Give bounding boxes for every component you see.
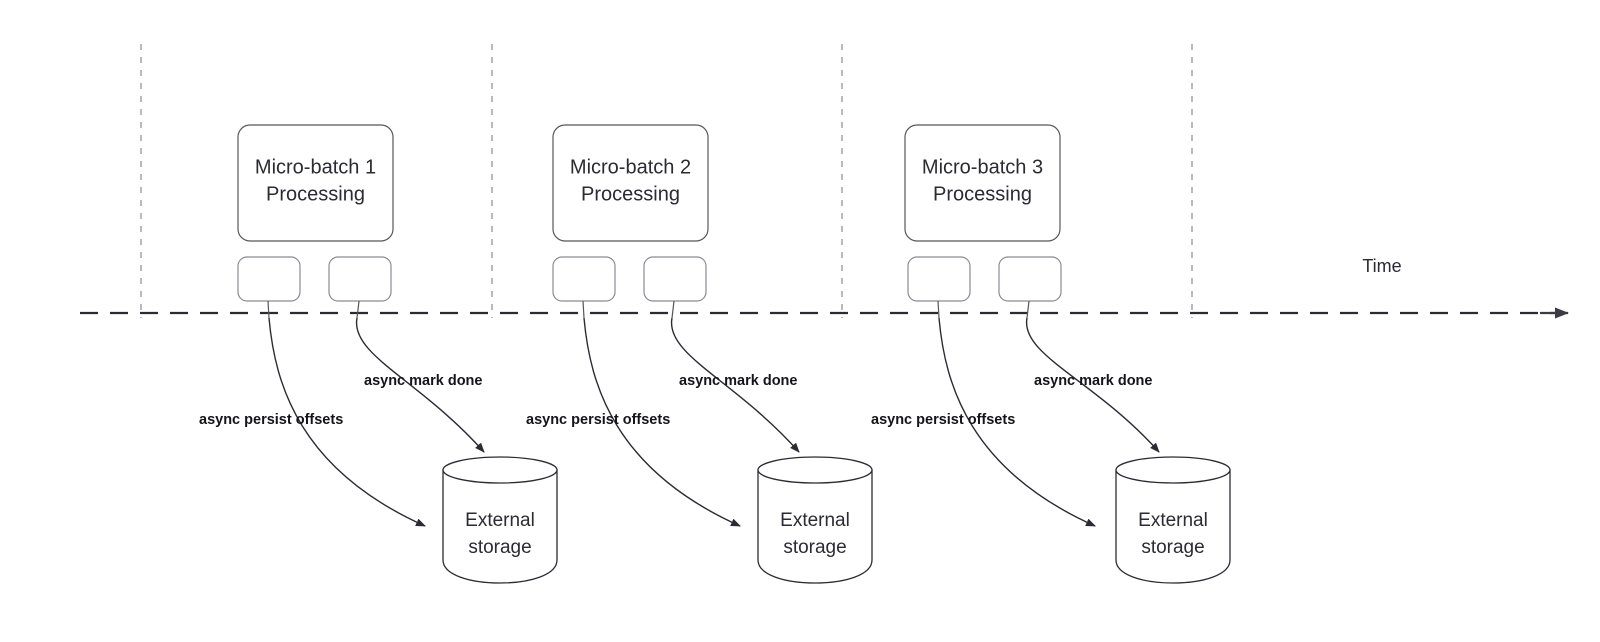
micro-batch-2-markdone-stem [671, 300, 675, 319]
micro-batch-2-box[interactable] [552, 124, 709, 242]
micro-batch-1-markdone-stem [356, 300, 360, 319]
micro-batch-2-persist-stem [582, 300, 585, 319]
external-storage-1-line2: storage [468, 537, 531, 558]
micro-batch-3-title: Micro-batch 3 [922, 156, 1043, 178]
batch-group-2: Micro-batch 2 Processing async persist o… [526, 124, 873, 584]
external-storage-3-line2: storage [1141, 537, 1204, 558]
external-storage-2-line2: storage [783, 537, 846, 558]
micro-batch-1-markdone-marker[interactable] [328, 256, 392, 302]
micro-batch-1-persist-marker[interactable] [237, 256, 301, 302]
micro-batch-1-persist-arrow [268, 317, 426, 527]
micro-batch-1-markdone-label: async mark done [364, 373, 482, 389]
external-storage-3[interactable]: External storage [1115, 456, 1231, 584]
micro-batch-1-persist-label: async persist offsets [199, 412, 343, 428]
micro-batch-2-markdone-marker[interactable] [643, 256, 707, 302]
micro-batch-3-markdone-marker[interactable] [998, 256, 1062, 302]
micro-batch-3-markdone-stem [1026, 300, 1030, 319]
micro-batch-3-persist-label: async persist offsets [871, 412, 1015, 428]
external-storage-1[interactable]: External storage [442, 456, 558, 584]
micro-batch-3-persist-arrow [938, 317, 1096, 527]
external-storage-1-line1: External [465, 510, 535, 531]
micro-batch-2-markdone-label: async mark done [679, 373, 797, 389]
micro-batch-2-title: Micro-batch 2 [570, 156, 691, 178]
micro-batch-3-subtitle: Processing [933, 183, 1032, 205]
micro-batch-1-persist-stem [267, 300, 270, 319]
micro-batch-1-title: Micro-batch 1 [255, 156, 376, 178]
micro-batch-1-box[interactable] [237, 124, 394, 242]
micro-batch-2-subtitle: Processing [581, 183, 680, 205]
micro-batch-3-box[interactable] [904, 124, 1061, 242]
micro-batch-3-persist-marker[interactable] [907, 256, 971, 302]
micro-batch-1-markdone-arrow [355, 317, 485, 453]
micro-batch-2-persist-arrow [583, 317, 741, 527]
micro-batch-2-persist-label: async persist offsets [526, 412, 670, 428]
batch-group-3: Micro-batch 3 Processing async persist o… [871, 124, 1231, 584]
external-storage-2-line1: External [780, 510, 850, 531]
micro-batch-3-markdone-arrow [1025, 317, 1160, 453]
batch-group-1: Micro-batch 1 Processing async persist o… [199, 124, 558, 584]
time-axis-label: Time [1362, 256, 1401, 276]
time-axis: Time [80, 256, 1569, 319]
micro-batch-1-subtitle: Processing [266, 183, 365, 205]
external-storage-2[interactable]: External storage [757, 456, 873, 584]
micro-batch-3-persist-stem [937, 300, 940, 319]
micro-batch-2-persist-marker[interactable] [552, 256, 616, 302]
micro-batch-2-markdone-arrow [670, 317, 800, 453]
micro-batch-3-markdone-label: async mark done [1034, 373, 1152, 389]
external-storage-3-line1: External [1138, 510, 1208, 531]
